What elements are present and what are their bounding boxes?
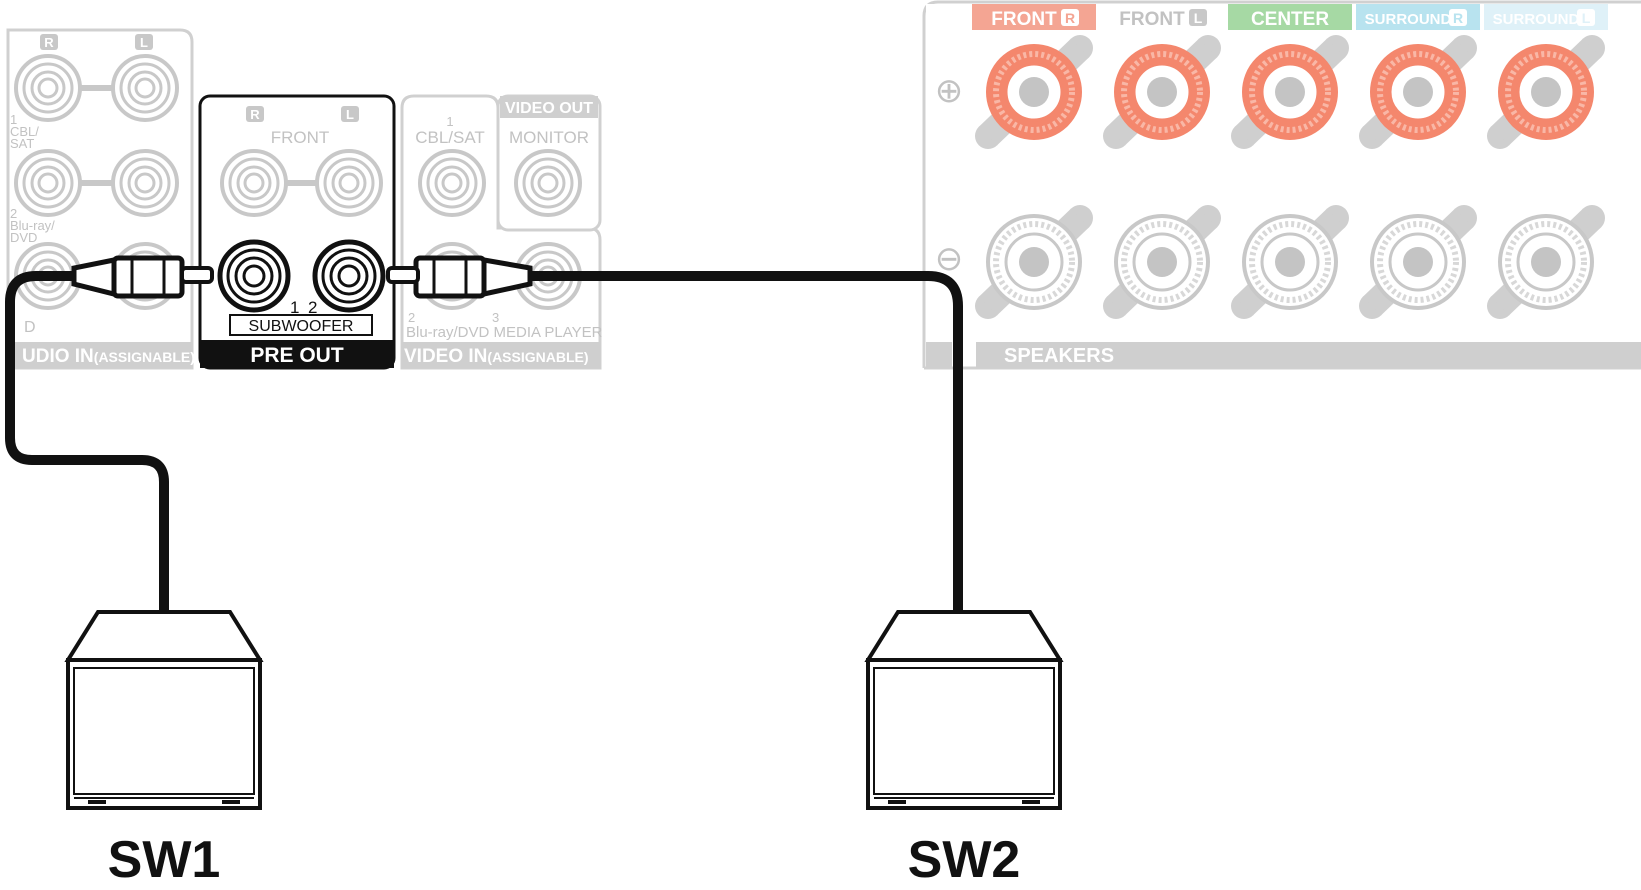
audio-in-2-r-jack <box>14 149 82 217</box>
video-in-bottom-text: Blu-ray/DVD MEDIA PLAYER <box>406 324 603 341</box>
sw2-rca-plug-tip <box>386 266 420 284</box>
audio-in-channel-l-box <box>135 34 153 50</box>
video-in-3-num: 3 <box>492 310 499 325</box>
speaker-header-name-0: FRONT <box>991 9 1057 30</box>
speaker-positive-terminal-1 <box>1103 35 1221 149</box>
subwoofer-sw1 <box>64 610 264 810</box>
video-in-1-jack <box>418 149 486 217</box>
audio-in-channel-r-box <box>40 34 58 50</box>
speaker-header-side-0: R <box>1065 10 1075 26</box>
sw2-label: SW2 <box>908 831 1021 889</box>
sw2-rca-plug-body <box>413 255 487 299</box>
audio-in-channel-r: R <box>44 35 54 50</box>
audio-in-bar-label: UDIO IN <box>22 346 94 367</box>
speaker-header-side-box-1 <box>1189 9 1207 26</box>
speaker-positive-terminal-0 <box>975 35 1093 149</box>
subwoofer-1-num: 1 <box>290 298 299 317</box>
video-out-header: VIDEO OUT <box>505 100 593 117</box>
speaker-negative-terminal-4 <box>1487 205 1605 319</box>
sw1-rca-plug-tip <box>180 266 214 284</box>
audio-in-channel-l: L <box>140 35 148 50</box>
audio-in-panel: R L 1 CBL/ SAT 2 Blu-ray/ DVD D UDIO IN(… <box>6 28 195 370</box>
pre-out-front-l-jack <box>315 149 383 217</box>
video-in-bar-suffix: (ASSIGNABLE) <box>487 349 588 365</box>
subwoofer-sw2 <box>864 610 1064 810</box>
audio-in-1-name-a: CBL/ <box>10 124 39 139</box>
speaker-negative-terminal-2 <box>1231 205 1349 319</box>
audio-in-2-name-a: Blu-ray/ <box>10 218 55 233</box>
speaker-positive-terminal-3 <box>1359 35 1477 149</box>
sw1-rca-plug-body <box>111 255 185 299</box>
cable-sw2 <box>386 255 963 612</box>
video-out-header-bar <box>500 96 598 118</box>
speaker-header-side-1: L <box>1194 10 1203 26</box>
audio-in-1-name-b: SAT <box>10 136 34 151</box>
audio-in-1-r-jack <box>14 54 82 122</box>
audio-in-2-name-b: DVD <box>10 230 37 245</box>
pre-out-bar <box>200 340 394 368</box>
speaker-header-side-box-3 <box>1449 9 1467 26</box>
audio-in-1-num: 1 <box>10 112 17 127</box>
speaker-negative-terminal-0 <box>975 205 1093 319</box>
pre-out-channel-l-box <box>341 106 359 122</box>
speakers-bar <box>976 342 1641 368</box>
video-in-bar-label: VIDEO IN <box>404 346 487 367</box>
speaker-header-bg-2 <box>1228 4 1352 30</box>
speaker-header-name-3: SURROUND <box>1365 11 1452 28</box>
video-out-monitor-label: MONITOR <box>509 128 589 147</box>
speakers-bar-left <box>926 342 952 368</box>
subwoofer-label: SUBWOOFER <box>249 318 354 335</box>
video-out-panel: VIDEO OUT MONITOR <box>496 94 602 232</box>
speaker-header-name-4: SURROUND <box>1493 11 1580 28</box>
subwoofer-label-box <box>229 314 373 336</box>
cable-sw1 <box>5 255 214 612</box>
speaker-negative-terminal-3 <box>1359 205 1477 319</box>
sw1-label: SW1 <box>108 831 221 889</box>
subwoofer-2-num: 2 <box>308 298 317 317</box>
speaker-header-side-3: R <box>1453 10 1463 26</box>
video-in-1-num: 1 <box>446 114 453 129</box>
video-out-monitor-jack <box>514 149 582 217</box>
pre-out-channel-l: L <box>346 107 354 122</box>
speaker-positive-terminal-2 <box>1231 35 1349 149</box>
speaker-header-side-4: L <box>1582 10 1591 26</box>
pre-out-front-label: FRONT <box>271 128 330 147</box>
subwoofer-1-jack <box>220 242 288 310</box>
speaker-positive-terminal-4 <box>1487 35 1605 149</box>
subwoofer-2-jack <box>315 242 383 310</box>
speaker-header-name-1: FRONT <box>1119 9 1185 30</box>
audio-in-3-fragment: D <box>24 319 36 336</box>
speakers-plus-symbol: ⊕ <box>935 72 964 110</box>
audio-in-bar <box>8 342 192 368</box>
speaker-header-side-box-4 <box>1577 9 1595 26</box>
pre-out-channel-r: R <box>250 107 260 122</box>
pre-out-channel-r-box <box>246 106 264 122</box>
speaker-negative-terminal-1 <box>1103 205 1221 319</box>
speakers-bar-label: SPEAKERS <box>1004 345 1114 367</box>
audio-in-2-l-jack <box>111 149 179 217</box>
video-in-2-num: 2 <box>408 310 415 325</box>
pre-out-front-r-jack <box>220 149 288 217</box>
audio-in-bar-suffix: (ASSIGNABLE) <box>94 349 195 365</box>
pre-out-panel: R L FRONT 1 2 SUBWOOFER PRE OUT <box>198 94 396 370</box>
svg-text:VIDEO IN(ASSIGNABLE): VIDEO IN(ASSIGNABLE) <box>404 346 589 367</box>
speaker-header-name-2: CENTER <box>1251 9 1329 30</box>
video-in-bar <box>402 342 600 368</box>
speaker-header-side-box-0 <box>1061 9 1079 26</box>
audio-in-1-l-jack <box>111 54 179 122</box>
svg-text:UDIO IN(ASSIGNABLE): UDIO IN(ASSIGNABLE) <box>22 346 195 367</box>
audio-in-2-num: 2 <box>10 206 17 221</box>
pre-out-bar-label: PRE OUT <box>250 344 344 367</box>
video-in-1-name: CBL/SAT <box>415 128 485 147</box>
video-in-panel: 1 CBL/SAT 2 3 Blu-ray/DVD MEDIA PLAYER V… <box>400 94 603 370</box>
speakers-minus-symbol: ⊖ <box>935 240 964 278</box>
